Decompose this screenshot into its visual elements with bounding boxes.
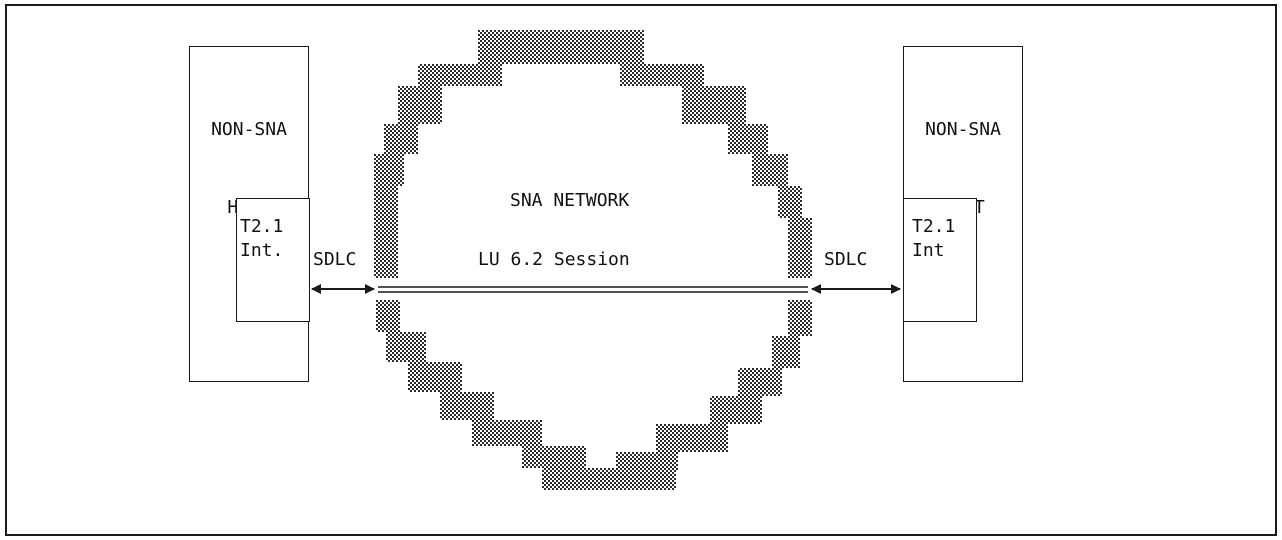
t21-interface-1: T2.1 Int. xyxy=(236,198,310,322)
diagram-frame xyxy=(5,4,1277,536)
host-2-label-line-1: NON-SNA xyxy=(925,119,1001,140)
t21-interface-1-line-2: Int. xyxy=(240,240,284,261)
t21-interface-2-line-1: T2.1 xyxy=(912,216,956,237)
sdlc-right-label: SDLC xyxy=(824,249,868,270)
lu62-session-label: LU 6.2 Session xyxy=(478,249,630,270)
t21-interface-1-line-1: T2.1 xyxy=(240,216,284,237)
t21-interface-2: T2.1 Int xyxy=(903,198,977,322)
host-1-label-line-1: NON-SNA xyxy=(211,119,287,140)
lu62-session-line xyxy=(378,286,808,293)
sna-network-label: SNA NETWORK xyxy=(510,190,630,211)
sdlc-left-label: SDLC xyxy=(313,249,357,270)
sna-network-ring-bottom xyxy=(376,300,812,490)
sna-network-ring-top xyxy=(374,30,812,278)
t21-interface-2-line-2: Int xyxy=(912,240,945,261)
